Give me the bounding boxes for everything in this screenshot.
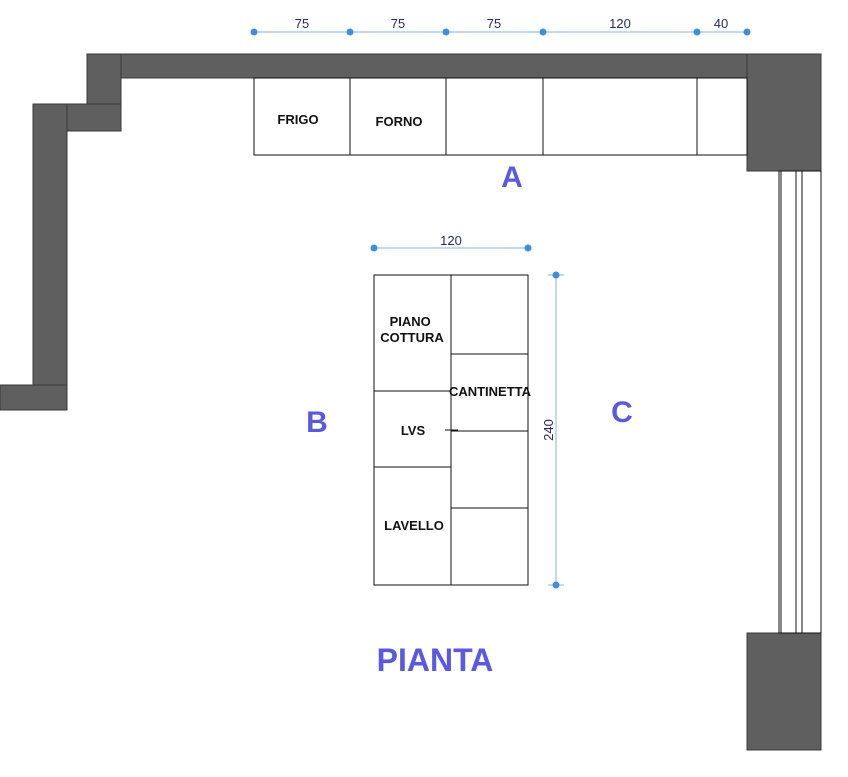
wall-right-upper [746, 53, 822, 172]
wall-letter-c: C [611, 396, 633, 429]
window [778, 170, 822, 634]
cabinet-label-forno: FORNO [376, 114, 423, 129]
wall-top [119, 53, 749, 79]
island: PIANO COTTURA LVS LAVELLO CANTINETTA [373, 274, 532, 586]
wall-letter-b: B [306, 406, 328, 439]
island-width-dimension: 120 [370, 233, 532, 252]
dimension-label-4: 120 [609, 16, 631, 31]
cabinet-label-frigo: FRIGO [277, 112, 318, 127]
wall-a-cabinets: FRIGO FORNO [253, 77, 748, 156]
walls [0, 53, 822, 751]
island-length-label: 240 [541, 419, 556, 441]
island-label-piano-cottura: PIANO COTTURA [380, 314, 444, 345]
plan-title: PIANTA [377, 642, 494, 678]
dimension-label-1: 75 [295, 16, 309, 31]
dimension-label-2: 75 [391, 16, 405, 31]
cabinet-5 [696, 77, 748, 156]
dimension-label-5: 40 [714, 16, 728, 31]
island-length-dimension: 240 [541, 271, 564, 589]
wall-top-left-jog [86, 53, 122, 105]
island-label-lvs: LVS [401, 423, 426, 438]
cabinet-3 [445, 77, 544, 156]
island-label-lavello: LAVELLO [384, 518, 444, 533]
dimension-label-3: 75 [487, 16, 501, 31]
island-label-cantinetta: CANTINETTA [449, 384, 532, 399]
wall-right-lower [746, 632, 822, 751]
wall-letter-a: A [501, 161, 523, 194]
wall-a-dimension: 75 75 75 120 40 [250, 16, 751, 36]
island-width-label: 120 [440, 233, 462, 248]
cabinet-4 [542, 77, 698, 156]
piano-cottura-line-1: PIANO [390, 314, 431, 329]
wall-left [32, 103, 68, 411]
piano-cottura-line-2: COTTURA [380, 330, 444, 345]
wall-left-bottom [0, 384, 68, 411]
